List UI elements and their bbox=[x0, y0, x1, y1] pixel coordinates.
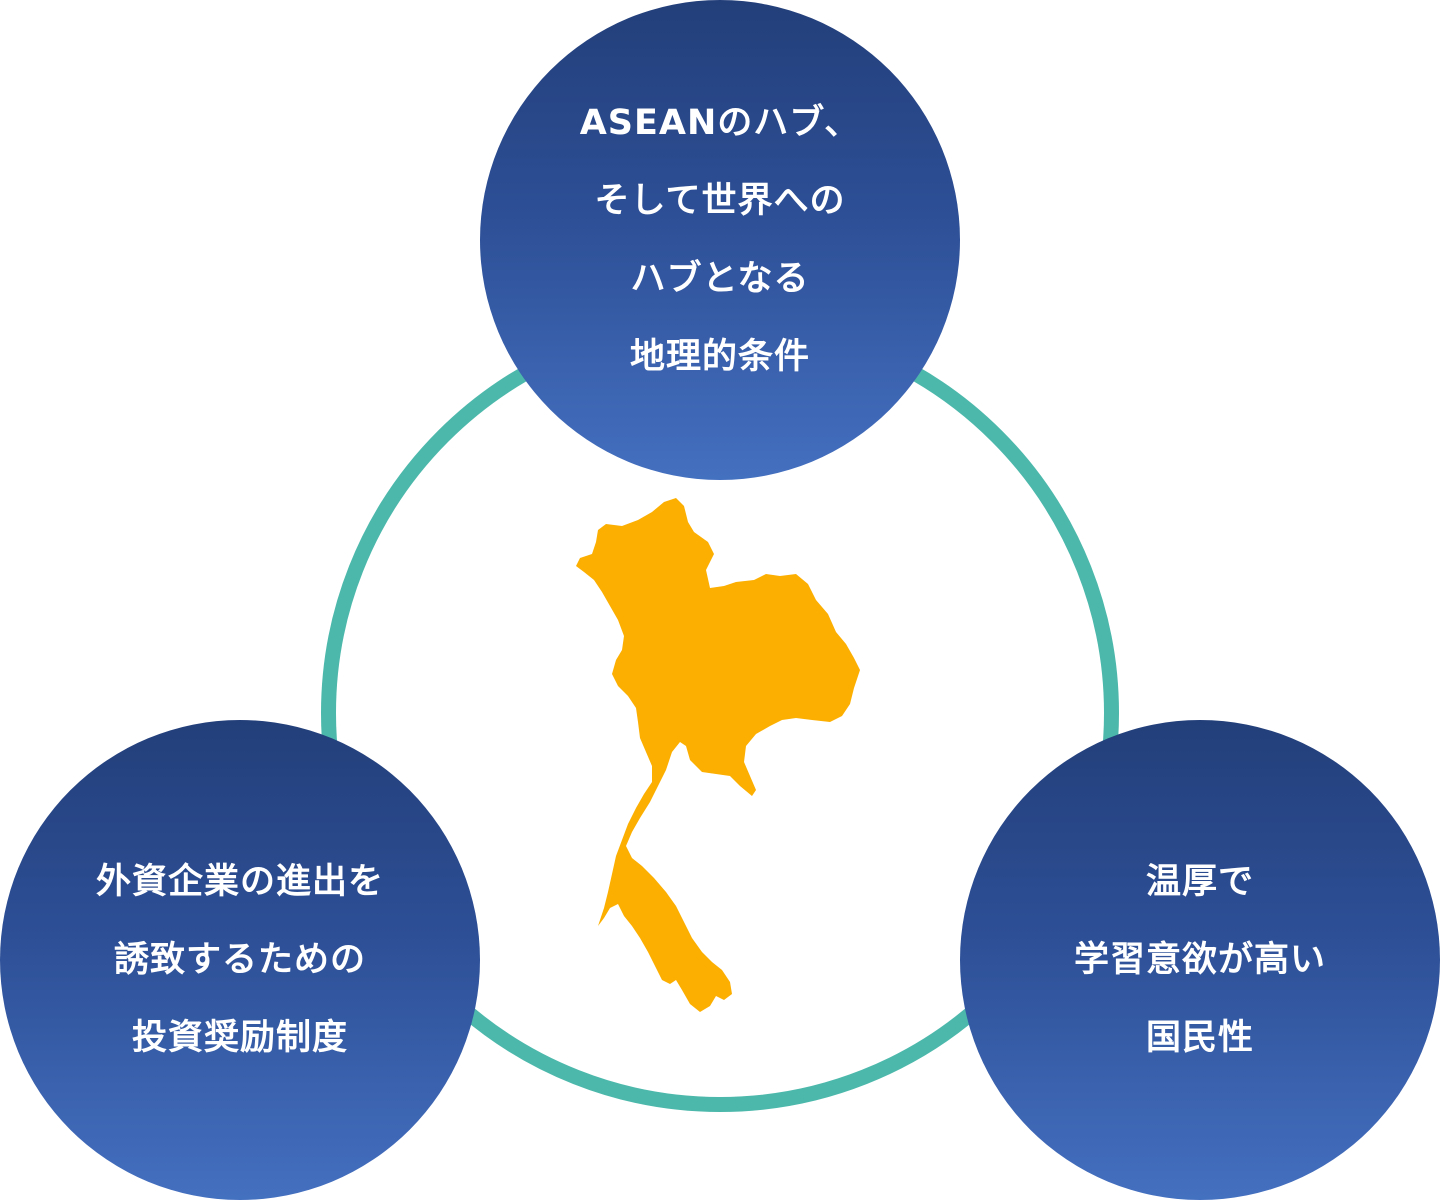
node-investment-incentives: 外資企業の進出を 誘致するための 投資奨励制度 bbox=[0, 720, 480, 1200]
node-line: 誘致するための bbox=[113, 940, 366, 980]
thailand-map-icon bbox=[576, 498, 860, 1012]
node-geographic-hub: ASEANのハブ、 そして世界への ハブとなる 地理的条件 bbox=[480, 0, 960, 480]
node-line: 学習意欲が高い bbox=[1073, 940, 1326, 980]
node-line: 地理的条件 bbox=[629, 337, 810, 377]
node-text: 温厚で 学習意欲が高い 国民性 bbox=[1074, 843, 1326, 1077]
node-line: 外資企業の進出を bbox=[95, 862, 384, 902]
node-line: 国民性 bbox=[1145, 1018, 1254, 1058]
node-national-character: 温厚で 学習意欲が高い 国民性 bbox=[960, 720, 1440, 1200]
node-text: ASEANのハブ、 そして世界への ハブとなる 地理的条件 bbox=[580, 84, 861, 396]
node-line: ハブとなる bbox=[630, 259, 810, 299]
node-line: ASEANのハブ、 bbox=[579, 103, 861, 143]
node-line: そして世界への bbox=[594, 181, 846, 221]
node-text: 外資企業の進出を 誘致するための 投資奨励制度 bbox=[96, 843, 384, 1077]
node-line: 投資奨励制度 bbox=[131, 1018, 348, 1058]
node-line: 温厚で bbox=[1145, 862, 1254, 902]
